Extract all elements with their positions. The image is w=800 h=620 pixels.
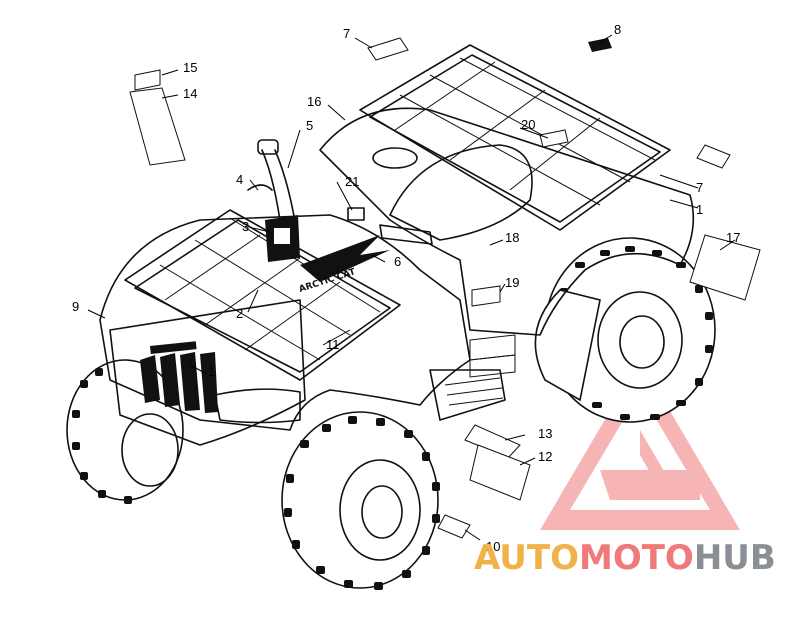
front-rack [124,209,401,381]
callout-labels: 1 1 2 3 4 5 6 7 7 8 9 10 11 12 13 14 15 … [72,22,740,554]
callout-14: 14 [183,86,197,101]
callout-1-rear: 1 [696,202,703,217]
callout-18: 18 [505,230,519,245]
rear-left-wheel [534,289,601,402]
rear-right-wheel [544,237,716,423]
callout-5: 5 [306,118,313,133]
callout-12: 12 [538,449,552,464]
callout-20: 20 [521,117,535,132]
watermark-part-2: MOTO [578,538,694,578]
callout-8: 8 [614,22,621,37]
decal-shapes [129,37,761,539]
rear-rack [359,44,671,231]
watermark-wordmark: AUTOMOTOHUB [474,538,776,578]
callout-7-right: 7 [696,180,703,195]
callout-4: 4 [236,172,243,187]
watermark-part-1: AUTO [474,538,579,578]
callout-9: 9 [72,299,79,314]
grille-badge-decal [150,341,197,354]
callout-17: 17 [726,230,740,245]
callout-21: 21 [345,174,359,189]
callout-10: 10 [486,539,500,554]
side-brand-decal: ARCTIC CAT [298,235,390,295]
callout-19: 19 [505,275,519,290]
callout-2: 2 [236,306,243,321]
leader-lines [87,34,736,541]
callout-11: 11 [326,337,340,352]
callout-3: 3 [242,219,249,234]
front-right-wheel [281,411,440,590]
atv-body [99,107,695,446]
handlebar-assembly [247,139,433,262]
callout-15: 15 [183,60,197,75]
watermark-part-3: HUB [693,538,776,578]
watermark-triangle-logo [540,360,740,530]
callout-6: 6 [394,254,401,269]
callout-7-top: 7 [343,26,350,41]
callout-13: 13 [538,426,552,441]
callout-16: 16 [307,94,321,109]
callout-1-front: 1 [208,364,215,379]
